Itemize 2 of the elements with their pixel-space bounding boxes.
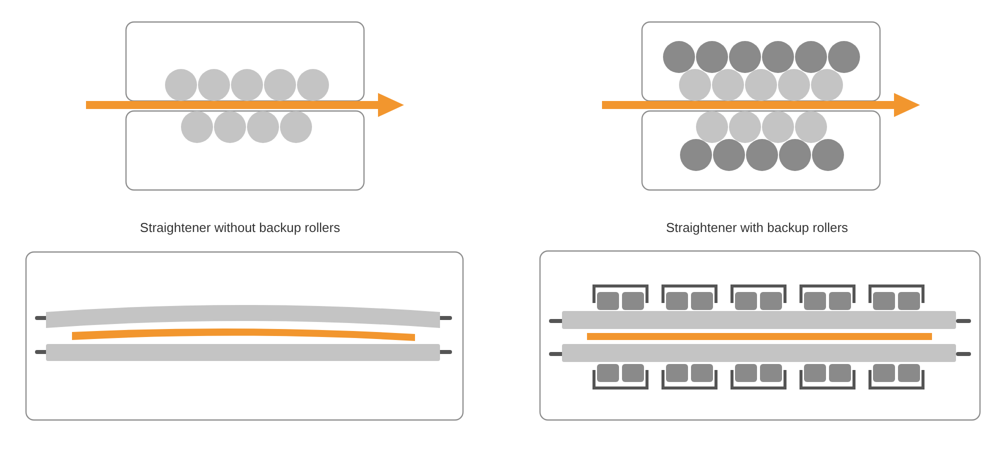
caption: Straightener with backup rollers (666, 220, 848, 235)
caption: Straightener without backup rollers (140, 220, 340, 235)
